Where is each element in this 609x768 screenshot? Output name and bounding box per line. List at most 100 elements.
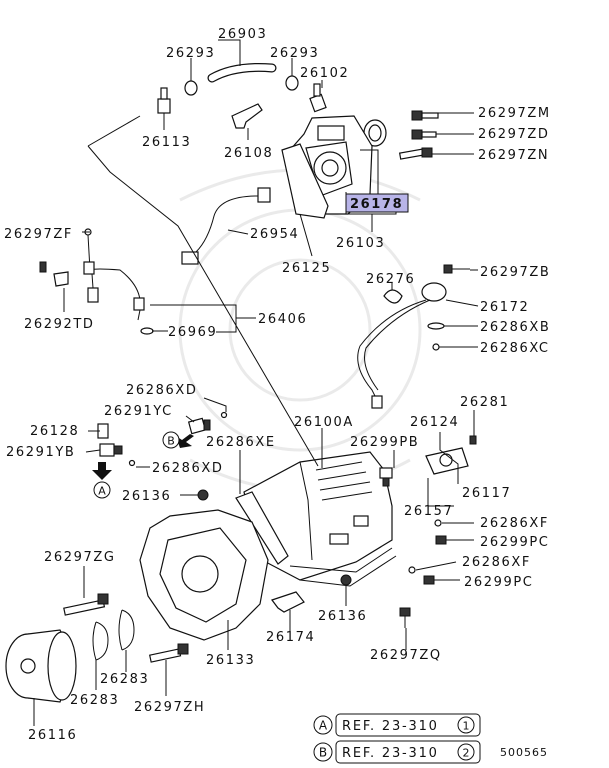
part-ring-26286XF-lower[interactable]	[408, 566, 416, 574]
label-26116[interactable]: 26116	[28, 728, 77, 743]
label-26297ZH[interactable]: 26297ZH	[134, 700, 205, 715]
part-clip-26292TD[interactable]	[53, 271, 69, 287]
label-26286XD-upper[interactable]: 26286XD	[126, 383, 197, 398]
label-26100A[interactable]: 26100A	[294, 415, 354, 430]
label-26969[interactable]: 26969	[168, 325, 217, 340]
label-26299PC-lower[interactable]: 26299PC	[464, 575, 533, 590]
label-26108[interactable]: 26108	[224, 146, 273, 161]
part-bracket-26117[interactable]	[425, 447, 469, 475]
label-26286XF-upper[interactable]: 26286XF	[480, 516, 549, 531]
part-plug-26136-upper[interactable]	[197, 489, 209, 501]
label-26178[interactable]: 26178	[350, 197, 403, 212]
reference-b-row[interactable]: B REF. 23-310 2	[313, 740, 481, 764]
reference-b-text: REF. 23-310	[342, 746, 439, 761]
label-26286XB[interactable]: 26286XB	[480, 320, 550, 335]
label-26157[interactable]: 26157	[404, 504, 453, 519]
part-bracket-26108[interactable]	[231, 103, 263, 129]
label-26133[interactable]: 26133	[206, 653, 255, 668]
part-plug-26299PB[interactable]	[379, 467, 393, 487]
label-26128[interactable]: 26128	[30, 424, 79, 439]
label-26297ZD[interactable]: 26297ZD	[478, 127, 549, 142]
part-snapring-26283-left[interactable]	[92, 621, 109, 661]
label-26406[interactable]: 26406	[258, 312, 307, 327]
label-26283-right[interactable]: 26283	[100, 672, 149, 687]
part-converter-housing-26133[interactable]	[139, 509, 269, 641]
label-26283-left[interactable]: 26283	[70, 693, 119, 708]
part-fitting-26113[interactable]	[157, 87, 171, 114]
part-bracket-26174[interactable]	[271, 591, 305, 613]
part-harness-26406[interactable]	[83, 228, 145, 321]
label-26103[interactable]: 26103	[336, 236, 385, 251]
label-26174[interactable]: 26174	[266, 630, 315, 645]
label-26124[interactable]: 26124	[410, 415, 459, 430]
part-gasket-26286XE[interactable]	[235, 491, 289, 565]
label-26136-upper[interactable]: 26136	[122, 489, 171, 504]
label-26293-right[interactable]: 26293	[270, 46, 319, 61]
label-26286XE[interactable]: 26286XE	[206, 435, 276, 450]
marker-a[interactable]: A	[93, 481, 111, 499]
label-26286XD-lower[interactable]: 26286XD	[152, 461, 223, 476]
label-26297ZG[interactable]: 26297ZG	[44, 550, 116, 565]
part-bolt-26281[interactable]	[469, 435, 477, 445]
part-bolt-26297ZQ[interactable]	[399, 607, 411, 628]
part-seal-26178[interactable]	[363, 119, 387, 147]
part-bolt-26297ZN[interactable]	[398, 147, 433, 160]
label-26299PC-upper[interactable]: 26299PC	[480, 535, 549, 550]
label-26291YC[interactable]: 26291YC	[104, 404, 173, 419]
reference-a-row[interactable]: A REF. 23-310 1	[313, 713, 481, 737]
label-26172[interactable]: 26172	[480, 300, 529, 315]
part-bolt-26297ZM[interactable]	[411, 110, 439, 121]
label-26297ZM[interactable]: 26297ZM	[478, 106, 551, 121]
label-26903[interactable]: 26903	[218, 27, 267, 42]
marker-a-letter: A	[98, 485, 106, 498]
label-26125[interactable]: 26125	[282, 261, 331, 276]
part-hose-26903[interactable]	[207, 63, 277, 83]
label-26117[interactable]: 26117	[462, 486, 511, 501]
label-26286XC[interactable]: 26286XC	[480, 341, 550, 356]
part-ring-26286XF-upper[interactable]	[434, 519, 442, 527]
part-bolt-26297ZD[interactable]	[411, 129, 437, 140]
label-26292TD[interactable]: 26292TD	[24, 317, 95, 332]
label-26297ZF[interactable]: 26297ZF	[4, 227, 73, 242]
part-ring-26286XC[interactable]	[432, 343, 440, 351]
label-26293-left[interactable]: 26293	[166, 46, 215, 61]
part-clamp-26293-right[interactable]	[285, 75, 299, 91]
label-26297ZQ[interactable]: 26297ZQ	[370, 648, 442, 663]
arrow-to-marker-a	[92, 462, 112, 480]
part-bolt-26297ZF[interactable]	[39, 261, 47, 273]
reference-a-letter: A	[319, 719, 328, 733]
part-fitting-26291YB[interactable]	[99, 443, 123, 457]
part-clip-26276[interactable]	[383, 289, 403, 304]
part-oring-26286XB[interactable]	[427, 322, 445, 330]
label-26291YB[interactable]: 26291YB	[6, 445, 75, 460]
part-bolt-26297ZH[interactable]	[148, 643, 189, 663]
label-26954[interactable]: 26954	[250, 227, 299, 242]
part-oring-26969[interactable]	[140, 327, 154, 335]
part-plug-26299PC-lower[interactable]	[423, 575, 435, 585]
part-sensor-26172[interactable]	[357, 282, 447, 409]
part-fitting-26291YC[interactable]	[187, 417, 211, 435]
label-26286XF-lower[interactable]: 26286XF	[462, 555, 531, 570]
part-bolt-26297ZB[interactable]	[443, 264, 470, 274]
part-ring-26286XD-upper[interactable]	[220, 411, 228, 419]
label-26136-lower[interactable]: 26136	[318, 609, 367, 624]
part-bolt-26297ZG[interactable]	[63, 593, 109, 616]
part-torque-converter-26116[interactable]	[5, 629, 77, 703]
label-26102[interactable]: 26102	[300, 66, 349, 81]
label-26281[interactable]: 26281	[460, 395, 509, 410]
part-clamp-26293-left[interactable]	[184, 80, 198, 96]
part-plug-26299PC-upper[interactable]	[435, 535, 447, 545]
part-gasket-26125[interactable]	[281, 143, 329, 219]
label-26297ZB[interactable]: 26297ZB	[480, 265, 550, 280]
part-plug-26136-lower[interactable]	[340, 574, 352, 586]
part-ring-26286XD-lower[interactable]	[128, 459, 136, 467]
label-26276[interactable]: 26276	[366, 272, 415, 287]
label-26299PB[interactable]: 26299PB	[350, 435, 419, 450]
part-sensor-wire-26954[interactable]	[181, 187, 271, 265]
part-snapring-26283-right[interactable]	[118, 609, 135, 651]
marker-b[interactable]: B	[162, 431, 180, 449]
label-26113[interactable]: 26113	[142, 135, 191, 150]
part-fitting-26102[interactable]	[309, 83, 327, 113]
label-26297ZN[interactable]: 26297ZN	[478, 148, 549, 163]
